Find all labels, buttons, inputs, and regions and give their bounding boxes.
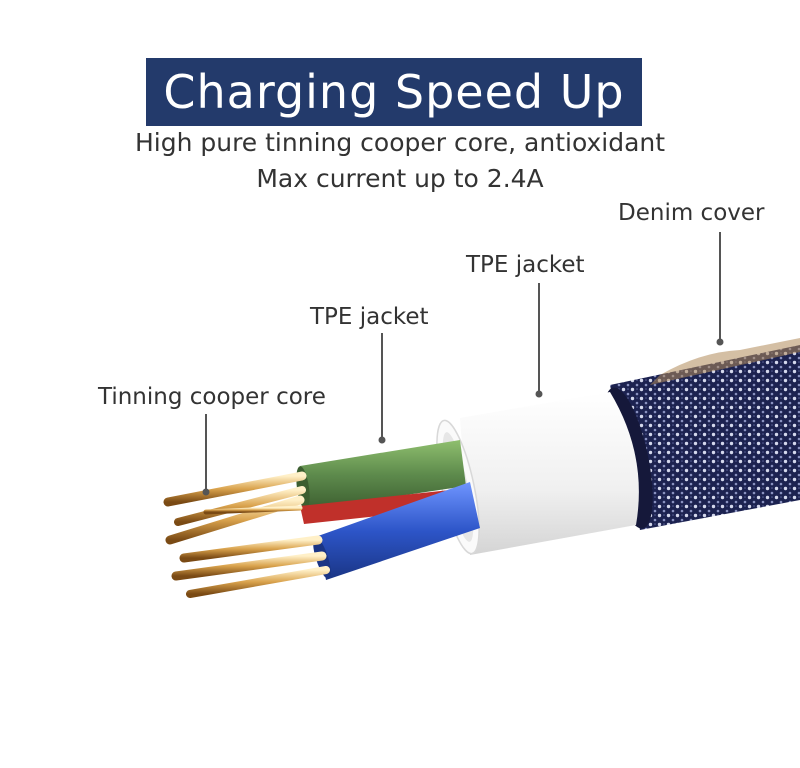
subtitle-line-2: Max current up to 2.4A [256, 164, 544, 193]
subtitle-line-1: High pure tinning cooper core, antioxida… [134, 128, 666, 157]
leader-lines [205, 232, 721, 490]
copper-core [163, 471, 330, 598]
page-title: Charging Speed Up [163, 65, 625, 119]
callout-copper-core: Tinning cooper core [98, 384, 326, 410]
callout-denim-cover: Denim cover [618, 200, 765, 226]
title-banner: Charging Speed Up [146, 58, 642, 126]
leader-dots [202, 338, 724, 496]
callout-outer-tpe-jacket: TPE jacket [466, 252, 585, 278]
red-wire [300, 490, 454, 524]
callout-inner-tpe-jacket: TPE jacket [310, 304, 429, 330]
